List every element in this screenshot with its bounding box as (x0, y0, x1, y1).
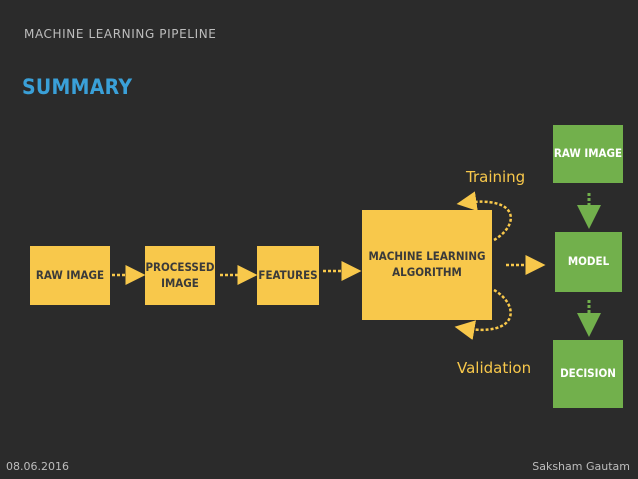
training-label: Training (466, 168, 526, 186)
deploy-raw-image-box: RAW IMAGE (553, 125, 623, 183)
slide-header: MACHINE LEARNING PIPELINE (24, 27, 217, 41)
training-loop-arrow (456, 191, 512, 242)
footer-date: 08.06.2016 (6, 460, 69, 473)
processed-image-label-line2: IMAGE (161, 275, 199, 290)
slide-title: SUMMARY (22, 75, 133, 99)
validation-label: Validation (457, 359, 532, 377)
features-label: FEATURES (258, 267, 318, 282)
ml-algorithm-label-line1: MACHINE LEARNING (368, 249, 486, 264)
ml-algorithm-box: MACHINE LEARNING ALGORITHM (362, 210, 492, 320)
processed-image-label-line1: PROCESSED (145, 259, 215, 274)
model-label: MODEL (567, 254, 610, 269)
ml-algorithm-label-line2: ALGORITHM (392, 265, 462, 279)
features-box: FEATURES (257, 246, 319, 305)
model-box: MODEL (555, 232, 622, 292)
decision-box: DECISION (553, 340, 623, 408)
raw-image-label: RAW IMAGE (35, 267, 105, 282)
deploy-raw-image-label: RAW IMAGE (553, 146, 623, 161)
decision-label: DECISION (560, 366, 616, 381)
processed-image-box: PROCESSED IMAGE (145, 246, 215, 305)
raw-image-box: RAW IMAGE (30, 246, 110, 305)
validation-loop-arrow (454, 288, 512, 340)
footer-author: Saksham Gautam (532, 460, 630, 473)
